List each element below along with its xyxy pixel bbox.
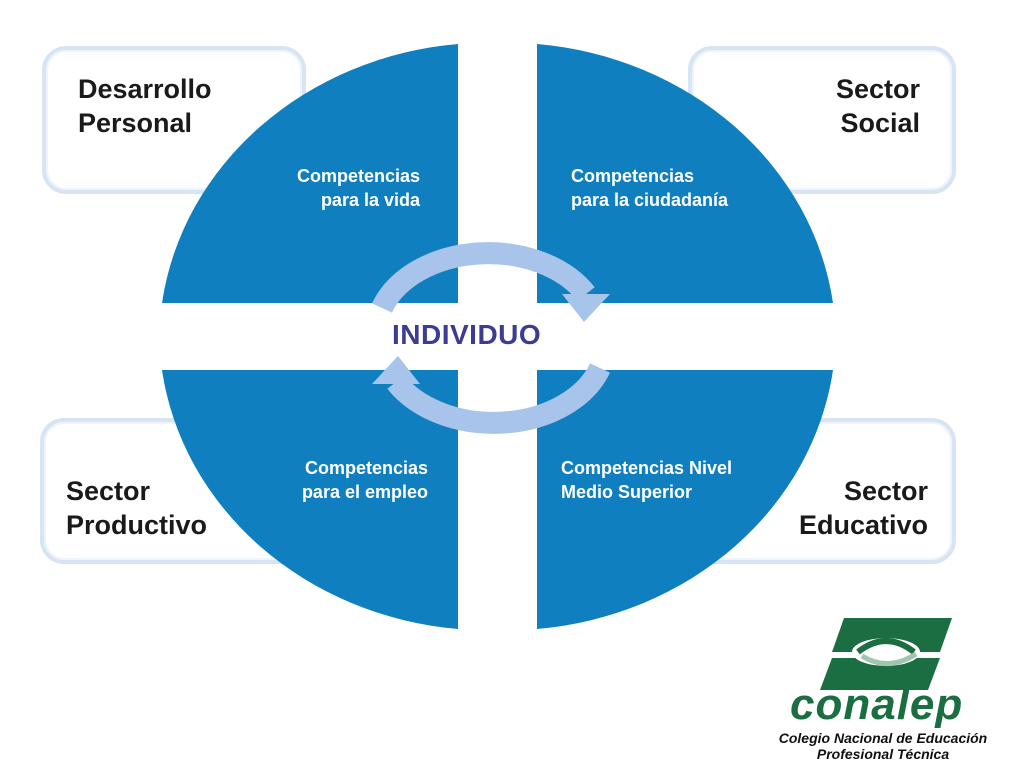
quadrant-bottom-right xyxy=(537,370,833,629)
conalep-logo: conalep Colegio Nacional de Educación Pr… xyxy=(748,612,1018,762)
conalep-wordmark: conalep xyxy=(790,680,964,729)
corner-label-sector-productivo: Sector Productivo xyxy=(66,476,208,540)
corner-box-top-left xyxy=(42,46,306,194)
cycle-arrow-bottom xyxy=(387,363,610,434)
quadrant-top-left xyxy=(162,44,458,303)
corner-label-desarrollo-personal: Desarrollo Personal xyxy=(78,74,212,138)
center-label-individuo: INDIVIDUO xyxy=(392,319,542,350)
conalep-emblem-icon xyxy=(820,618,952,690)
quadrant-label-nivel-medio-superior: Competencias Nivel Medio Superior xyxy=(561,458,733,502)
conalep-subtitle-line2: Profesional Técnica xyxy=(816,746,950,762)
cycle-arrow-top xyxy=(372,242,595,313)
corner-label-sector-educativo: Sector Educativo xyxy=(798,476,928,540)
quadrant-label-vida: Competencias para la vida xyxy=(296,166,420,210)
quadrant-bottom-left xyxy=(162,370,458,629)
conalep-subtitle-line1: Colegio Nacional de Educación xyxy=(778,730,988,746)
cycle-arrow-top-head xyxy=(562,294,610,322)
corner-label-sector-social: Sector Social xyxy=(835,74,920,138)
cycle-arrow-bottom-head xyxy=(372,356,420,384)
quadrant-label-ciudadania: Competencias para la ciudadanía xyxy=(571,166,729,210)
quadrant-top-right xyxy=(537,44,833,303)
quadrant-label-empleo: Competencias para el empleo xyxy=(301,458,428,502)
